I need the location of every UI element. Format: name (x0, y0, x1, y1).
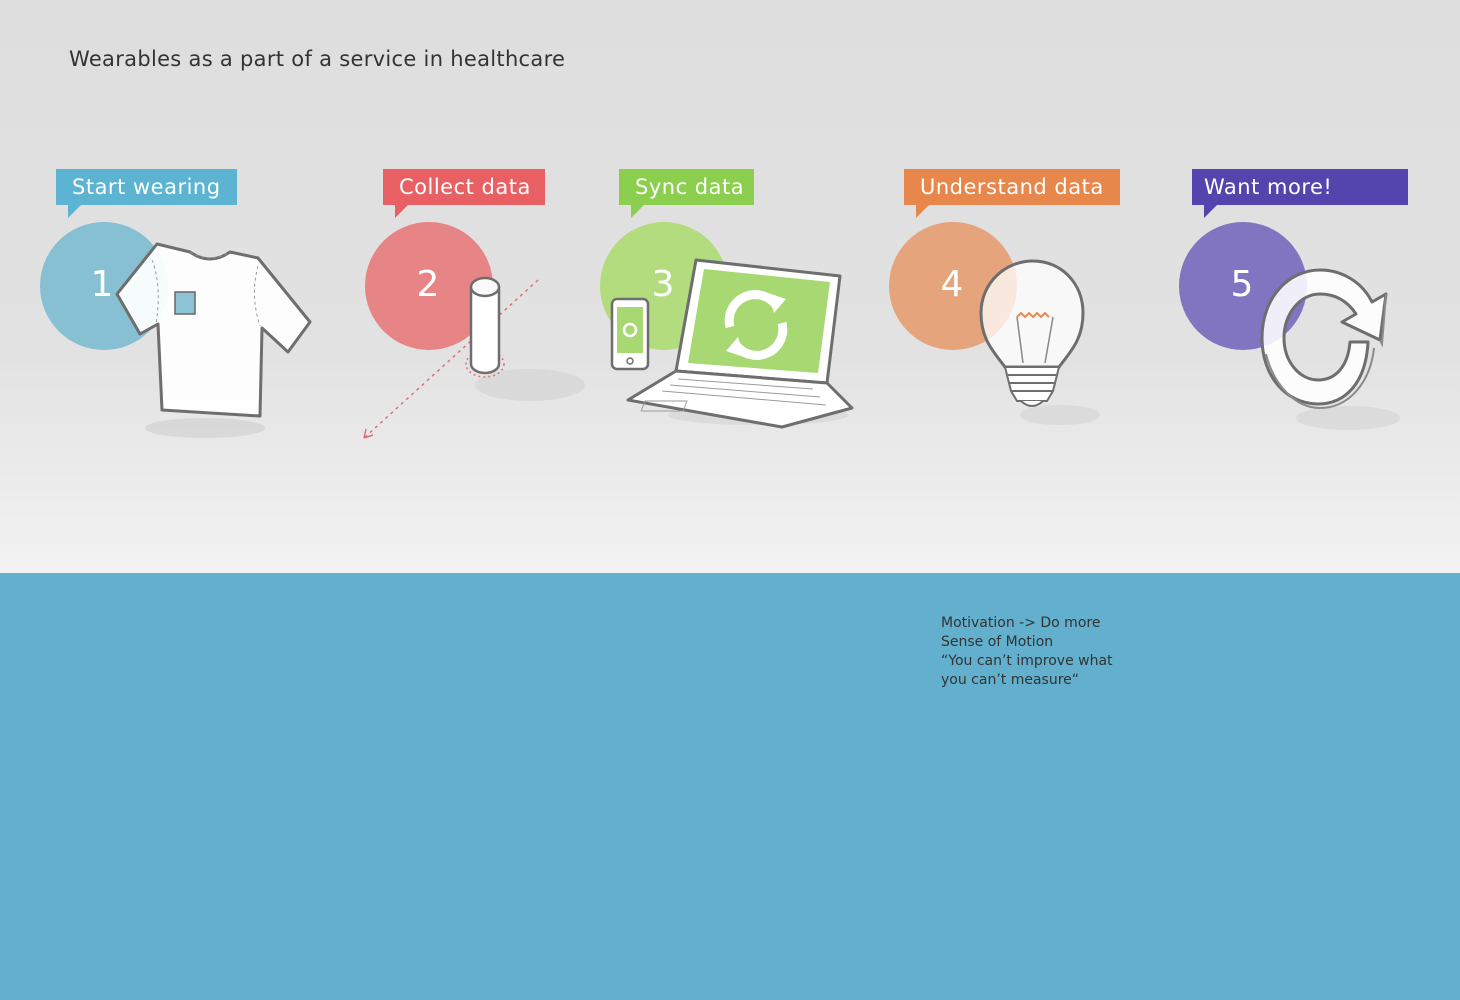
t-shirt-sensor-icon (115, 242, 312, 438)
step-1-number: 1 (90, 264, 114, 305)
step-3-number: 3 (651, 264, 675, 305)
step-2-number: 2 (416, 264, 440, 305)
step-5-number: 5 (1230, 264, 1254, 305)
step-5-tag-pointer (1204, 204, 1218, 218)
step-5-label: Want more! (1192, 169, 1408, 218)
laptop-phone-sync-icon (610, 258, 854, 429)
step-3-label: Sync data (619, 169, 754, 218)
note-line-1: Motivation -> Do more (941, 615, 1101, 631)
step-1-label-text: Start wearing (72, 175, 221, 199)
step-4-number: 4 (940, 264, 964, 305)
step-1-label: Start wearing (56, 169, 237, 218)
step-4-label-text: Understand data (920, 175, 1104, 199)
step-2-label: Collect data (383, 169, 545, 218)
blue-panel (0, 573, 1460, 1000)
note-line-2: Sense of Motion (941, 634, 1054, 650)
motivation-note: Motivation -> Do more Sense of Motion “Y… (941, 614, 1113, 690)
step-2-tag-pointer (395, 204, 409, 218)
step-4-tag-pointer (916, 204, 930, 218)
repeat-arrow-icon (1260, 268, 1400, 430)
step-3-tag-pointer (631, 204, 645, 218)
step-5-label-text: Want more! (1204, 175, 1333, 199)
note-line-4: you can’t measure“ (941, 672, 1080, 688)
page-title: Wearables as a part of a service in heal… (69, 47, 566, 71)
step-2-label-text: Collect data (399, 175, 531, 199)
step-1-tag-pointer (68, 204, 82, 218)
sensor-cylinder-icon (363, 276, 585, 439)
lightbulb-icon (979, 259, 1100, 425)
note-line-3: “You can’t improve what (941, 653, 1113, 669)
step-4-label: Understand data (904, 169, 1120, 218)
step-3-label-text: Sync data (635, 175, 745, 199)
